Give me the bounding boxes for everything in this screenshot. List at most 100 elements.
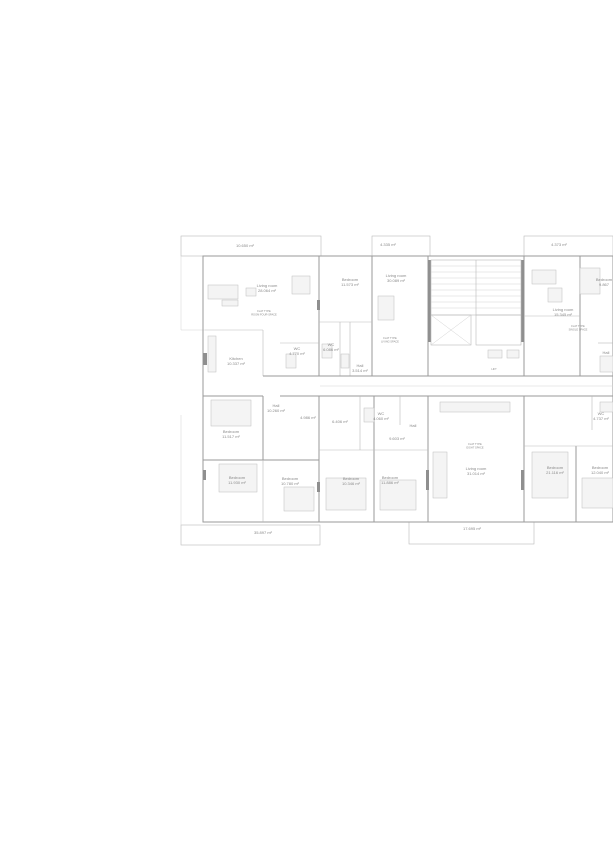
room-hall-c: Hall <box>410 423 417 428</box>
flat-subtitle: ROOM FOUR-SPACE <box>251 313 277 317</box>
room-corr-c: 6.406 m² <box>332 419 348 424</box>
outer-walls <box>202 255 613 523</box>
room-name: Living room <box>466 466 487 471</box>
room-name: Bedroom <box>342 277 359 282</box>
furniture <box>207 267 613 512</box>
flat-subtitle: SINGLE SPACE <box>569 328 588 332</box>
room-area: 10.337 m² <box>227 361 246 366</box>
elevator-label: LIFT <box>491 367 497 371</box>
room-area: 9.603 m² <box>389 436 405 441</box>
room-area: 21.116 m² <box>546 470 564 475</box>
room-terrace-nw: 10.650 m² <box>236 243 255 248</box>
room-name: Hall <box>410 423 417 428</box>
room-area: 11.886 m² <box>381 480 399 485</box>
stair-core <box>430 259 522 359</box>
room-area: 15.345 m² <box>554 312 573 317</box>
room-name: Bedroom <box>592 465 609 470</box>
room-name: Living room <box>553 307 574 312</box>
room-area: 10.260 m² <box>267 408 286 413</box>
flat-title: FLAT TYPE <box>468 442 482 446</box>
room-hall-d: 9.603 m² <box>389 436 405 441</box>
room-wc-b: WC6.086 m² <box>323 342 339 352</box>
terrace-sw-outline <box>180 524 321 546</box>
wall-columns <box>203 260 524 492</box>
room-corr-w: 4.986 m² <box>300 415 316 420</box>
room-area: 4.335 m² <box>380 242 396 247</box>
room-area: 11.517 m² <box>222 434 240 439</box>
room-area: 10.780 m² <box>281 481 300 486</box>
room-wc-a: WC4.770 m² <box>289 346 305 356</box>
room-wc-e: WC4.737 m² <box>593 411 609 421</box>
flat-subtitle: EIGHT SPACE <box>466 446 483 450</box>
room-area: 4.737 m² <box>593 416 609 421</box>
room-terrace-s: 17.695 m² <box>463 526 482 531</box>
room-area: 30.089 m² <box>387 278 406 283</box>
room-area: 4.060 m² <box>373 416 389 421</box>
room-name: Bedroom <box>596 277 613 282</box>
room-name: Bedroom <box>229 475 246 480</box>
flat-subtitle: LIVING SPACE <box>381 340 399 344</box>
room-name: Bedroom <box>223 429 240 434</box>
room-area: 10.346 m² <box>342 481 361 486</box>
room-area: 12.040 m² <box>591 470 610 475</box>
room-name: Bedroom <box>547 465 564 470</box>
room-name: Hall <box>603 350 610 355</box>
room-area: 28.064 m² <box>258 288 277 293</box>
room-terrace-n-center: 4.335 m² <box>380 242 396 247</box>
room-area: 4.373 m² <box>551 242 567 247</box>
room-area: 11.930 m² <box>228 480 246 485</box>
terrace-ne-outline <box>523 235 613 257</box>
room-wc-c: WC4.060 m² <box>373 411 389 421</box>
room-name: Hall <box>273 403 280 408</box>
room-name: Bedroom <box>343 476 360 481</box>
room-area: 31.014 m² <box>467 471 486 476</box>
room-name: Hall <box>357 363 364 368</box>
room-area: 10.650 m² <box>236 243 255 248</box>
room-area: 4.770 m² <box>289 351 305 356</box>
flat-title: FLAT TYPE <box>571 324 585 328</box>
room-name: WC <box>328 342 335 347</box>
room-area: 4.986 m² <box>300 415 316 420</box>
room-area: 6.086 m² <box>323 347 339 352</box>
room-name: WC <box>598 411 605 416</box>
flat-title: FLAT TYPE <box>257 309 271 313</box>
room-area: 17.695 m² <box>463 526 482 531</box>
room-name: Bedroom <box>282 476 299 481</box>
room-name: Living room <box>257 283 278 288</box>
room-name: Kitchen <box>229 356 242 361</box>
room-hall-e: Hall <box>603 350 610 355</box>
room-name: WC <box>378 411 385 416</box>
room-terrace-sw: 35.897 m² <box>254 530 273 535</box>
room-area: 11.573 m² <box>341 282 359 287</box>
room-name: WC <box>294 346 301 351</box>
room-area: 3.514 m² <box>352 368 368 373</box>
room-terrace-ne: 4.373 m² <box>551 242 567 247</box>
room-name: Bedroom <box>382 475 399 480</box>
room-name: Living room <box>386 273 407 278</box>
room-area: 9.867 <box>599 282 610 287</box>
room-area: 35.897 m² <box>254 530 273 535</box>
